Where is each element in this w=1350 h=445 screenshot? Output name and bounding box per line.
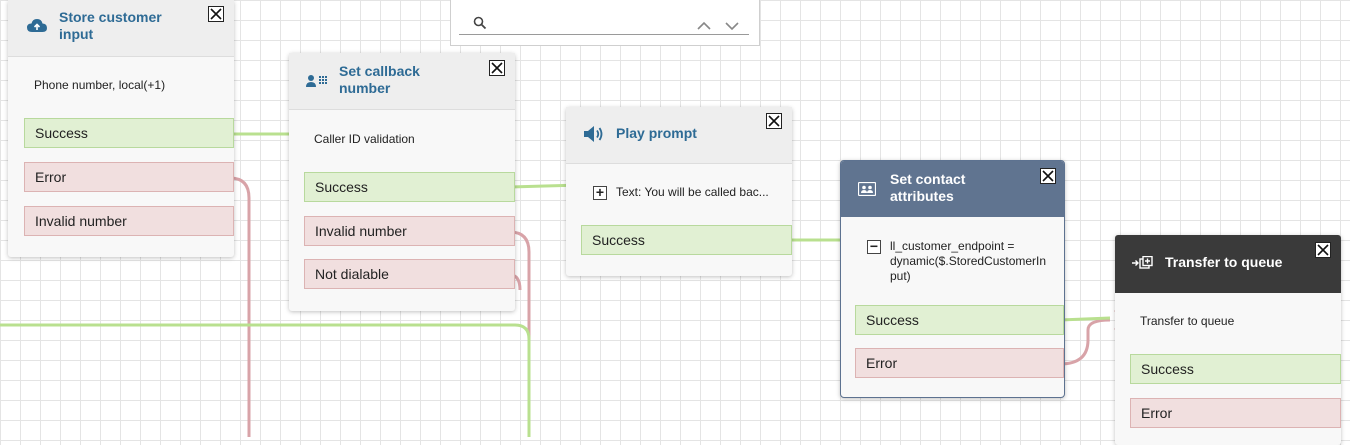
branch-invalid-number[interactable]: Invalid number	[304, 216, 515, 246]
search-bar	[450, 0, 760, 46]
search-next-button[interactable]	[725, 18, 739, 36]
transfer-to-queue-block[interactable]: Transfer to queue Transfer to queue Succ…	[1115, 235, 1341, 445]
block-title: Set contact attributes	[890, 171, 966, 204]
branch-success[interactable]: Success	[304, 172, 515, 202]
minus-icon: −	[869, 238, 879, 254]
close-button[interactable]	[1040, 168, 1056, 184]
block-header	[566, 107, 792, 164]
contacts-card-icon	[857, 181, 877, 201]
plus-icon: +	[595, 184, 605, 200]
cloud-upload-icon	[27, 18, 47, 39]
branch-success[interactable]: Success	[855, 305, 1064, 335]
search-previous-button[interactable]	[697, 18, 711, 36]
block-title: Play prompt	[616, 125, 697, 141]
block-description: Transfer to queue	[1140, 314, 1235, 328]
close-button[interactable]	[1315, 242, 1331, 258]
block-description: Phone number, local(+1)	[34, 78, 166, 92]
search-input[interactable]	[459, 7, 749, 35]
branch-invalid-number[interactable]: Invalid number	[24, 206, 234, 236]
branch-success[interactable]: Success	[24, 118, 234, 148]
wire-contact-error	[1059, 318, 1111, 366]
close-button[interactable]	[766, 113, 782, 129]
branch-success[interactable]: Success	[581, 225, 792, 255]
block-header	[289, 53, 515, 110]
expand-button[interactable]: +	[593, 184, 607, 200]
chevron-down-icon	[725, 22, 739, 31]
block-title: Store customer input	[59, 9, 162, 42]
block-title: Transfer to queue	[1165, 254, 1283, 270]
branch-success[interactable]: Success	[1130, 354, 1341, 384]
branch-error[interactable]: Error	[855, 348, 1064, 378]
store-customer-input-block[interactable]: Store customer input Phone number, local…	[8, 0, 234, 257]
transfer-queue-icon	[1132, 255, 1154, 275]
block-header	[841, 161, 1064, 217]
wire-long-success	[0, 323, 531, 437]
branch-error[interactable]: Error	[24, 162, 234, 192]
block-description: ll_customer_endpoint = dynamic($.StoredC…	[890, 239, 1047, 283]
play-prompt-block[interactable]: Play prompt + Text: You will be called b…	[566, 107, 792, 276]
close-button[interactable]	[208, 6, 224, 22]
block-title: Set callback number	[339, 63, 420, 96]
wire-contact-success	[1059, 316, 1111, 322]
block-description: Caller ID validation	[314, 132, 415, 146]
set-contact-attributes-block[interactable]: Set contact attributes − ll_customer_end…	[840, 160, 1065, 398]
collapse-button[interactable]: −	[867, 238, 881, 254]
contact-dialpad-icon	[306, 74, 328, 93]
block-description: Text: You will be called bac...	[616, 185, 769, 199]
close-button[interactable]	[489, 60, 505, 76]
chevron-up-icon	[697, 21, 711, 30]
branch-not-dialable[interactable]: Not dialable	[304, 259, 515, 289]
speaker-icon	[583, 125, 605, 148]
branch-error[interactable]: Error	[1130, 398, 1341, 428]
set-callback-number-block[interactable]: Set callback number Caller ID validation…	[289, 53, 515, 311]
